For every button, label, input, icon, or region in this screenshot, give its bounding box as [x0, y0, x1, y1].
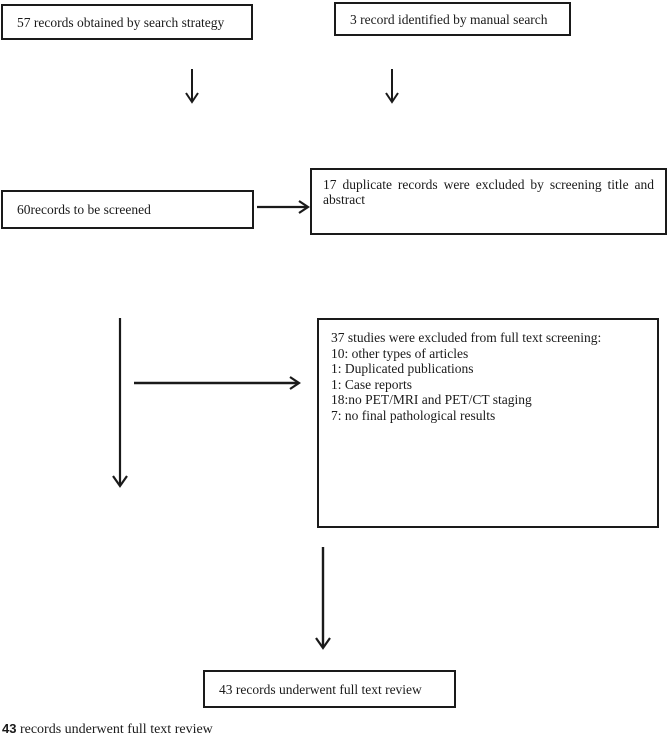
- arrow-down-icon: [183, 69, 201, 104]
- arrow-down-icon: [383, 69, 401, 104]
- node-label-line: 18:no PET/MRI and PET/CT staging: [331, 392, 532, 407]
- arrow-right-icon: [134, 375, 301, 392]
- node-label-line: 1: Duplicated publications: [331, 361, 474, 376]
- node-label: 60records to be screened: [17, 202, 151, 217]
- node-label-line: 1: Case reports: [331, 376, 412, 392]
- node-fulltext-exclusions: 37 studies were excluded from full text …: [317, 318, 659, 528]
- node-label: 43 records underwent full text review: [219, 681, 422, 697]
- node-records-manual-search: 3 record identified by manual search: [334, 2, 571, 36]
- node-label-line: 37 studies were excluded from full text …: [331, 330, 602, 345]
- node-records-search-strategy: 57 records obtained by search strategy: [1, 4, 253, 40]
- node-label-line: 10: other types of articles: [331, 345, 469, 361]
- figure-caption: 43 records underwent full text review: [2, 721, 213, 738]
- caption-number: 43: [2, 721, 17, 736]
- node-label: 57 records obtained by search strategy: [17, 14, 225, 30]
- node-label: 3 record identified by manual search: [350, 11, 548, 27]
- arrow-right-icon: [257, 199, 310, 216]
- node-label-line: 17 duplicate records were excluded by sc…: [323, 177, 654, 192]
- node-label-line: 7: no final pathological results: [331, 407, 496, 423]
- node-fulltext-review: 43 records underwent full text review: [203, 670, 456, 708]
- node-records-to-be-screened: 60records to be screened: [1, 190, 254, 229]
- caption-text: records underwent full text review: [16, 722, 213, 737]
- node-label-line: abstract: [323, 192, 365, 207]
- arrow-down-icon: [110, 318, 130, 488]
- node-duplicates-excluded: 17 duplicate records were excluded by sc…: [310, 168, 667, 235]
- arrow-down-icon: [313, 547, 333, 650]
